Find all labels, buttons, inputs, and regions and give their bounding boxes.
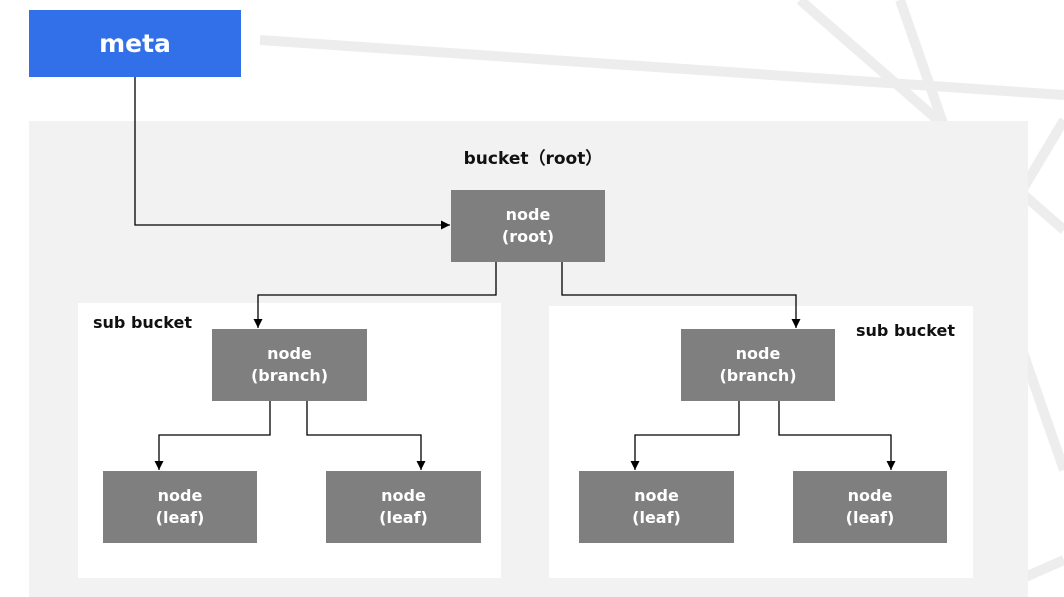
node-leaf-1: node (leaf) bbox=[103, 471, 257, 543]
meta-label: meta bbox=[99, 29, 171, 58]
node-branch-left-role: (branch) bbox=[250, 366, 329, 385]
node-leaf-2-role: (leaf) bbox=[379, 508, 428, 527]
node-leaf-4: node (leaf) bbox=[793, 471, 947, 543]
node-branch-left-title: node bbox=[267, 344, 312, 363]
node-leaf-1-role: (leaf) bbox=[155, 508, 205, 527]
node-branch-right-role: (branch) bbox=[719, 366, 797, 385]
node-root-role: (root) bbox=[501, 227, 555, 246]
sub-bucket-left-label: sub bucket bbox=[93, 313, 192, 332]
node-leaf-4-title: node bbox=[847, 486, 893, 505]
node-leaf-3: node (leaf) bbox=[579, 471, 734, 543]
node-leaf-1-title: node bbox=[157, 486, 203, 505]
node-root-title: node bbox=[505, 205, 551, 224]
meta-box: meta bbox=[29, 10, 241, 77]
node-branch-right: node (branch) bbox=[681, 329, 835, 401]
node-leaf-3-title: node bbox=[634, 486, 679, 505]
node-leaf-2: node (leaf) bbox=[326, 471, 481, 543]
node-leaf-4-role: (leaf) bbox=[845, 508, 895, 527]
root-bucket-label: bucket（root） bbox=[463, 149, 603, 169]
sub-bucket-right-label: sub bucket bbox=[856, 321, 955, 340]
node-branch-right-title: node bbox=[735, 344, 781, 363]
node-root: node (root) bbox=[451, 190, 605, 262]
node-branch-left: node (branch) bbox=[212, 329, 367, 401]
node-leaf-3-role: (leaf) bbox=[632, 508, 681, 527]
node-leaf-2-title: node bbox=[381, 486, 426, 505]
